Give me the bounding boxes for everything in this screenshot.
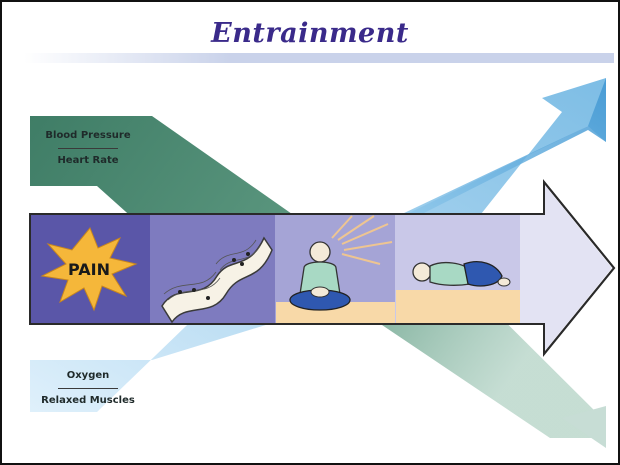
- panel-arrow-tip: [520, 184, 612, 352]
- pain-burst-icon: [40, 227, 138, 312]
- resting-person-icon: [396, 261, 520, 323]
- title-underline-bar: [24, 53, 614, 63]
- main-arrow: PAIN: [29, 179, 616, 357]
- meditating-person-icon: [276, 215, 395, 323]
- pain-label: PAIN: [68, 260, 110, 279]
- slide-title: Entrainment: [211, 18, 409, 49]
- blood-pressure-label: Blood Pressure: [45, 130, 131, 141]
- bottom-label-divider: [58, 388, 118, 389]
- oxygen-label: Oxygen: [66, 370, 110, 381]
- relaxed-muscles-label: Relaxed Muscles: [41, 395, 135, 406]
- music-score-icon: [161, 236, 273, 324]
- top-label-divider: [58, 148, 118, 149]
- heart-rate-label: Heart Rate: [57, 155, 119, 166]
